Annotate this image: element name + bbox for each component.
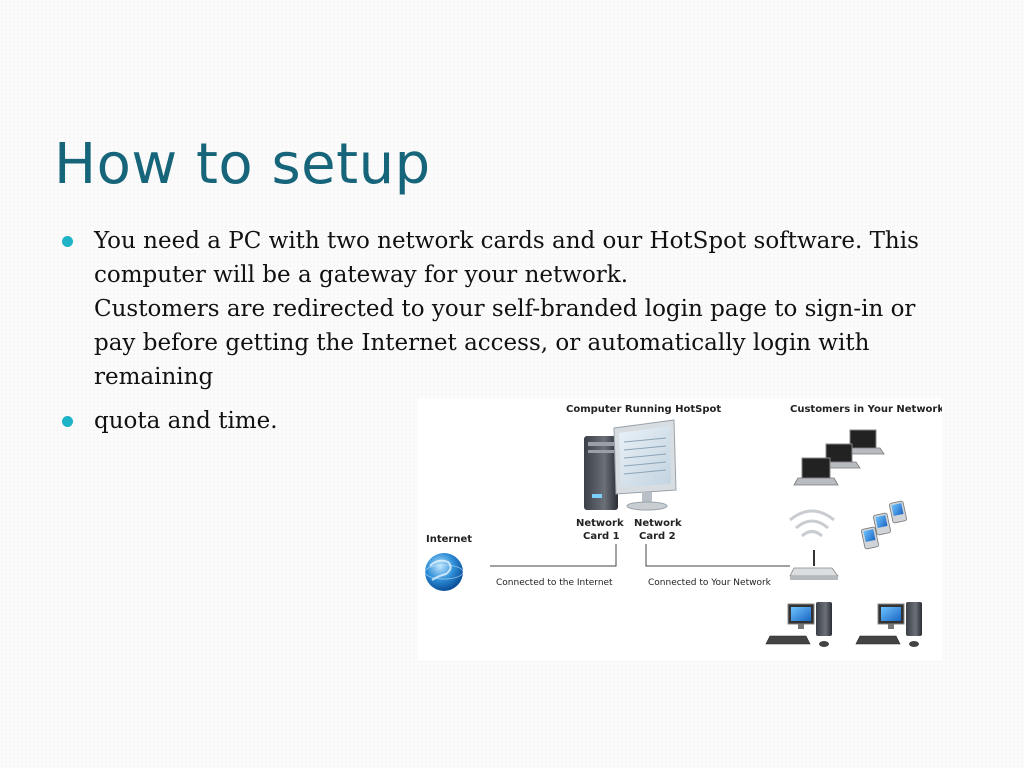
customers-in-network-label: Customers in Your Network (790, 404, 942, 415)
connection-lines (490, 544, 790, 567)
bullet-line: Customers are redirected to your self-br… (94, 296, 916, 322)
bullet-marker (62, 416, 73, 427)
connected-network-label: Connected to Your Network (648, 578, 772, 588)
desktop-computer-icon (855, 602, 922, 647)
laptop-icons (793, 429, 885, 486)
network-card-2-label: Network (634, 518, 682, 529)
connected-internet-label: Connected to the Internet (496, 578, 613, 588)
bullet-item: You need a PC with two network cards and… (62, 224, 962, 394)
network-card-2-sub: Card 2 (639, 531, 676, 542)
pda-device-icons (861, 500, 907, 550)
internet-globe-icon (424, 553, 464, 591)
internet-label: Internet (426, 534, 472, 545)
bullet-item: quota and time. (62, 404, 962, 438)
slide-title: How to setup (54, 132, 431, 197)
bullet-line: quota and time. (94, 408, 278, 434)
wifi-signal-icon (789, 509, 835, 538)
bullet-line: pay before getting the Internet access, … (94, 330, 870, 356)
bullet-line: computer will be a gateway for your netw… (94, 262, 629, 288)
hotspot-computer-icon (584, 419, 677, 511)
bullet-line: You need a PC with two network cards and… (94, 228, 919, 254)
computer-running-hotspot-label: Computer Running HotSpot (566, 404, 721, 415)
bullet-line: remaining (94, 364, 214, 390)
desktop-computer-icon (765, 602, 832, 647)
network-card-1-sub: Card 1 (583, 531, 620, 542)
bullet-list: You need a PC with two network cards and… (62, 224, 962, 448)
router-icon (789, 550, 839, 580)
hotspot-network-diagram: Computer Running HotSpot Customers in Yo… (418, 398, 942, 660)
network-card-1-label: Network (576, 518, 624, 529)
bullet-marker (62, 236, 73, 247)
network-diagram-svg: Computer Running HotSpot Customers in Yo… (424, 404, 942, 647)
